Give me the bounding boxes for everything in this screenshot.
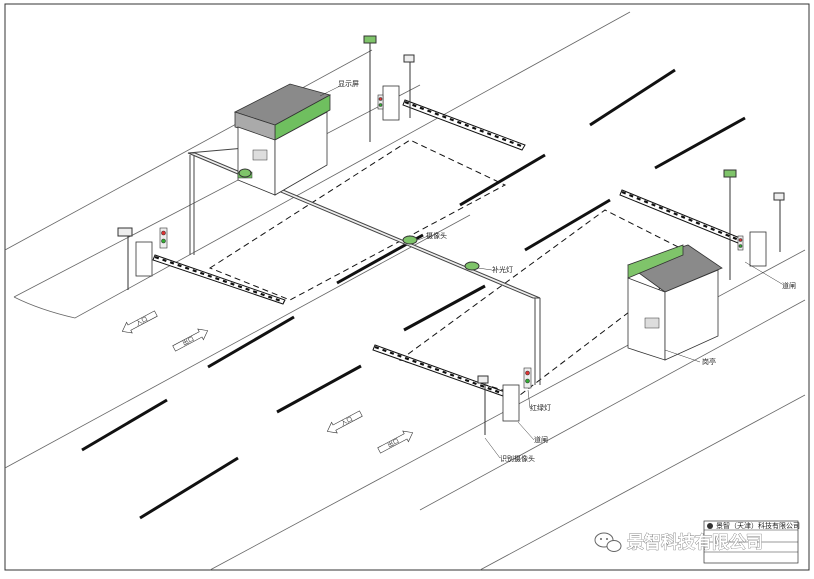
label-guard-booth: 岗亭	[702, 357, 716, 366]
label-display-screen: 显示屏	[338, 80, 359, 88]
label-recognition-camera: 识别摄像头	[500, 454, 535, 463]
road-arrow-2: 出口	[172, 328, 209, 352]
svg-text:入口: 入口	[340, 416, 354, 428]
label-traffic-light: 红绿灯	[530, 403, 551, 412]
road-arrow-4: 出口	[377, 430, 414, 454]
watermark-text: 景智科技有限公司	[627, 532, 763, 553]
barrier-stripes	[154, 100, 740, 396]
drawing-frame	[4, 3, 810, 571]
lane-markings	[81, 68, 746, 520]
guard-booth-top	[233, 83, 332, 196]
company-logo-icon	[707, 523, 713, 529]
title-block-company: 景智（天津）科技有限公司	[716, 521, 800, 530]
label-barrier-right: 道闸	[782, 281, 796, 290]
road-arrow-1: 入口	[121, 310, 158, 334]
leader-lines	[319, 85, 783, 459]
label-barrier-bottom: 道闸	[534, 435, 548, 444]
title-block: 景智（天津）科技有限公司	[703, 520, 800, 564]
camera-poles	[117, 35, 785, 435]
wechat-icon	[594, 532, 622, 552]
traffic-lights	[159, 94, 744, 389]
label-fill-light: 补光灯	[492, 265, 513, 274]
road-arrow-3: 入口	[326, 410, 363, 434]
svg-text:入口: 入口	[135, 316, 149, 328]
watermark: 景智科技有限公司	[594, 532, 763, 553]
label-camera: 摄像头	[426, 231, 447, 240]
barrier-cabinets	[135, 85, 767, 422]
guard-booth-right	[627, 244, 723, 361]
